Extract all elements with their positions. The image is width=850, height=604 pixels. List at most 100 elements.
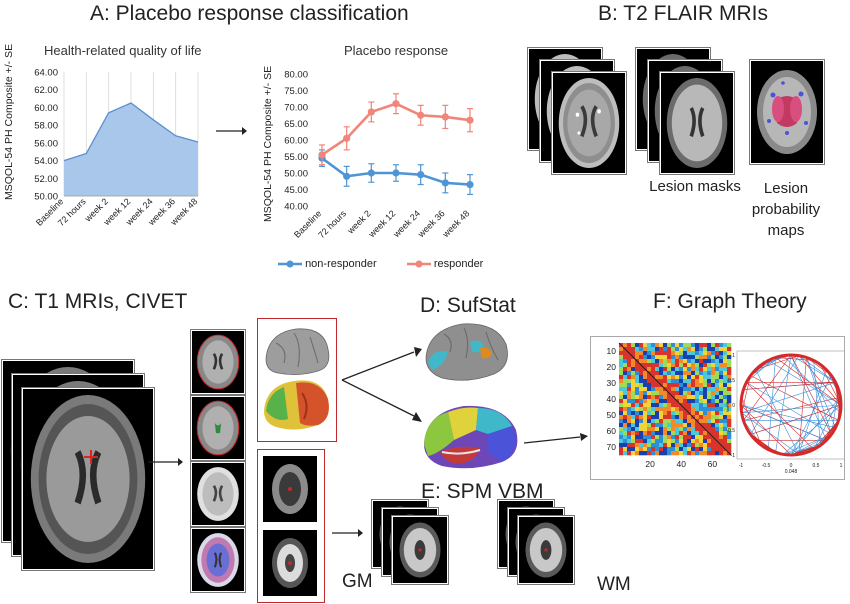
heatmap-cell — [699, 419, 704, 424]
heatmap-cell — [695, 391, 700, 396]
heatmap-cell — [727, 447, 732, 452]
heatmap-cell — [723, 423, 728, 428]
heatmap-cell — [631, 375, 636, 380]
line-y-tick: 65.00 — [284, 119, 308, 130]
heatmap-cell — [727, 371, 732, 376]
heatmap-cell — [675, 435, 680, 440]
heatmap-cell — [639, 359, 644, 364]
heatmap-cell — [687, 367, 692, 372]
heatmap-cell — [707, 395, 712, 400]
heatmap-cell — [687, 399, 692, 404]
flair-mri-slice — [552, 72, 626, 174]
heatmap-cell — [627, 439, 632, 444]
heatmap-cell — [691, 379, 696, 384]
heatmap-cell — [707, 379, 712, 384]
heatmap-cell — [639, 451, 644, 456]
heatmap-cell — [683, 367, 688, 372]
heatmap-cell — [683, 359, 688, 364]
heatmap-cell — [671, 403, 676, 408]
heatmap-cell — [627, 419, 632, 424]
line-x-tick: week 24 — [391, 208, 422, 239]
heatmap-cell — [715, 387, 720, 392]
line-y-tick: 45.00 — [284, 185, 308, 196]
heatmap-cell — [703, 351, 708, 356]
heatmap-cell — [707, 371, 712, 376]
graph-y-label: NoPE — [725, 401, 730, 412]
heatmap-cell — [719, 451, 724, 456]
heatmap-cell — [723, 451, 728, 456]
heatmap-cell — [699, 411, 704, 416]
heatmap-cell — [727, 443, 732, 448]
graph-x-tick: -1 — [739, 463, 744, 469]
heatmap-cell — [703, 375, 708, 380]
heatmap-cell — [707, 439, 712, 444]
heatmap-cell — [695, 371, 700, 376]
heatmap-cell — [703, 447, 708, 452]
heatmap-cell — [695, 379, 700, 384]
heatmap-cell — [651, 451, 656, 456]
heatmap-cell — [623, 435, 628, 440]
parcellation-brain-render — [424, 405, 518, 469]
heatmap-x-tick: 20 — [645, 459, 655, 469]
heatmap-cell — [667, 415, 672, 420]
heatmap-cell — [703, 355, 708, 360]
heatmap-cell — [687, 415, 692, 420]
heatmap-cell — [695, 363, 700, 368]
heatmap-cell — [675, 419, 680, 424]
heatmap-cell — [631, 371, 636, 376]
heatmap-cell — [699, 371, 704, 376]
heatmap-cell — [703, 391, 708, 396]
heatmap-cell — [699, 439, 704, 444]
heatmap-cell — [631, 419, 636, 424]
heatmap-cell — [707, 355, 712, 360]
heatmap-cell — [671, 355, 676, 360]
heatmap-cell — [659, 379, 664, 384]
heatmap-cell — [619, 351, 624, 356]
heatmap-cell — [627, 435, 632, 440]
heatmap-cell — [691, 355, 696, 360]
heatmap-cell — [635, 411, 640, 416]
series-point-responder — [367, 108, 375, 116]
heatmap-cell — [619, 431, 624, 436]
cortical-surface-render — [264, 328, 330, 430]
heatmap-cell — [623, 423, 628, 428]
heatmap-cell — [711, 443, 716, 448]
heatmap-cell — [727, 407, 732, 412]
heatmap-cell — [647, 451, 652, 456]
heatmap-cell — [675, 403, 680, 408]
heatmap-cell — [675, 359, 680, 364]
heatmap-cell — [707, 359, 712, 364]
heatmap-cell — [647, 423, 652, 428]
heatmap-cell — [715, 347, 720, 352]
heatmap-cell — [707, 423, 712, 428]
heatmap-cell — [643, 363, 648, 368]
lesion-probability-caption: Lesion probability maps — [748, 178, 824, 241]
graph-edge — [755, 355, 799, 370]
heatmap-cell — [711, 439, 716, 444]
heatmap-cell — [647, 367, 652, 372]
heatmap-cell — [631, 395, 636, 400]
line-x-tick: week 12 — [366, 208, 397, 239]
heatmap-cell — [631, 383, 636, 388]
heatmap-cell — [643, 395, 648, 400]
heatmap-cell — [667, 443, 672, 448]
heatmap-cell — [619, 435, 624, 440]
panel-b-title: B: T2 FLAIR MRIs — [598, 2, 768, 25]
heatmap-cell — [627, 375, 632, 380]
area-y-tick: 52.00 — [34, 174, 58, 185]
heatmap-cell — [635, 351, 640, 356]
vbm-input-gm — [263, 456, 317, 522]
heatmap-cell — [663, 451, 668, 456]
heatmap-cell — [727, 439, 732, 444]
heatmap-cell — [683, 347, 688, 352]
heatmap-cell — [619, 423, 624, 428]
line-x-tick: week 36 — [415, 208, 446, 239]
heatmap-cell — [683, 411, 688, 416]
graph-edge — [740, 404, 792, 456]
heatmap-cell — [727, 403, 732, 408]
graph-edge — [790, 354, 836, 383]
heatmap-cell — [723, 431, 728, 436]
heatmap-cell — [631, 415, 636, 420]
heatmap-cell — [711, 403, 716, 408]
graph-edge — [782, 404, 842, 455]
